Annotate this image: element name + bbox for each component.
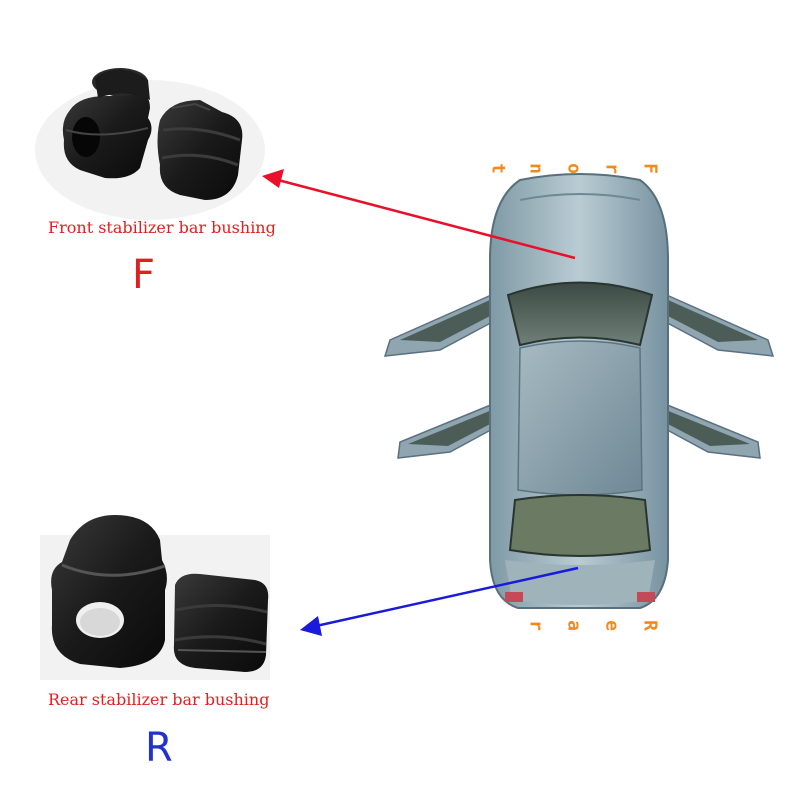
rear-char: R: [639, 620, 661, 631]
rear-letter: R: [145, 725, 173, 771]
front-arrow: [262, 169, 576, 260]
front-char: F: [639, 163, 661, 174]
front-char: r: [601, 163, 623, 174]
rear-bushing-image: [40, 515, 270, 680]
front-bushing-image: [35, 68, 265, 220]
front-char: n: [525, 163, 547, 174]
front-bushing-right-icon: [157, 100, 243, 200]
rear-char: e: [601, 620, 623, 631]
front-bushing-left-icon: [62, 68, 152, 179]
front-bushing-caption: Front stabilizer bar bushing: [48, 218, 276, 237]
front-char: t: [487, 163, 509, 174]
rear-char: a: [563, 620, 585, 631]
front-char: o: [563, 163, 585, 174]
rear-bushing-left-icon: [51, 515, 167, 668]
rear-bushing-right-icon: [173, 573, 269, 672]
rear-char: r: [525, 620, 547, 631]
rear-bushing-caption: Rear stabilizer bar bushing: [48, 690, 270, 709]
rear-arrow: [300, 566, 579, 636]
car-top-view-icon: [383, 173, 775, 609]
front-letter: F: [132, 252, 156, 298]
